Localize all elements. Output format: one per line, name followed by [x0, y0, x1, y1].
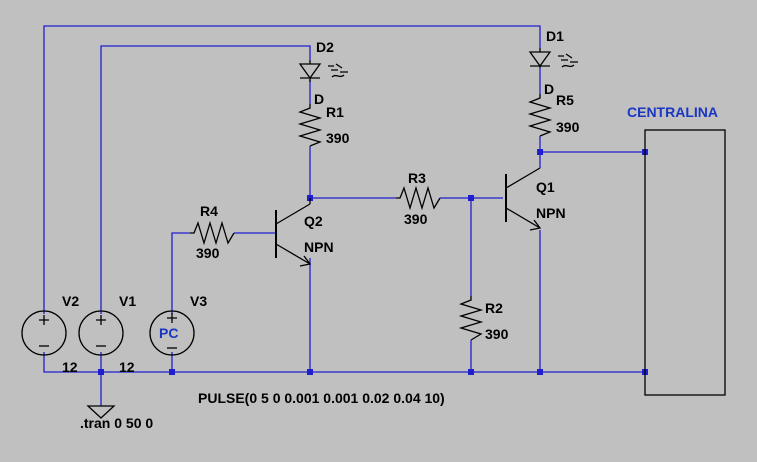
ground-icon — [86, 405, 116, 419]
v1-ref: V1 — [119, 293, 136, 309]
transistor-q2[interactable]: Q2 NPN — [275, 198, 334, 267]
resistor-r2[interactable]: R2 390 — [458, 296, 509, 342]
source-v3[interactable]: PC V3 — [149, 293, 207, 356]
voltage-source-icon — [149, 310, 195, 356]
voltage-source-icon — [21, 310, 67, 356]
npn-transistor-icon — [275, 198, 312, 267]
resistor-r1[interactable]: R1 390 — [297, 104, 350, 147]
q2-model: NPN — [304, 239, 334, 255]
r4-ref: R4 — [200, 203, 218, 219]
resistor-r5[interactable]: R5 390 — [527, 92, 580, 137]
led-d1[interactable]: D1 D — [528, 28, 578, 97]
r1-value: 390 — [326, 130, 350, 146]
r2-ref: R2 — [485, 300, 503, 316]
v3-ref: V3 — [190, 293, 207, 309]
centralina-block[interactable]: CENTRALINA — [627, 104, 726, 396]
led-d2[interactable]: D2 D — [298, 39, 348, 107]
d1-ref: D1 — [546, 28, 564, 44]
led-icon — [298, 60, 348, 82]
resistor-r4[interactable]: R4 390 — [190, 203, 235, 261]
junctions — [98, 149, 648, 375]
source-v1[interactable]: V1 12 — [78, 293, 136, 375]
d2-model: D — [314, 91, 324, 107]
resistor-icon — [458, 296, 484, 341]
q2-ref: Q2 — [304, 213, 323, 229]
tran-directive[interactable]: .tran 0 50 0 — [80, 415, 153, 431]
v2-ref: V2 — [62, 293, 79, 309]
r5-value: 390 — [556, 119, 580, 135]
led-icon — [528, 48, 578, 68]
centralina-label: CENTRALINA — [627, 104, 718, 120]
d1-model: D — [544, 81, 554, 97]
voltage-source-icon — [78, 310, 124, 356]
r5-ref: R5 — [556, 92, 574, 108]
r3-value: 390 — [404, 211, 428, 227]
resistor-icon — [297, 104, 323, 147]
npn-transistor-icon — [505, 167, 542, 231]
resistor-r3[interactable]: R3 390 — [396, 170, 441, 227]
q1-ref: Q1 — [536, 179, 555, 195]
v1-value: 12 — [119, 359, 135, 375]
wires — [43, 25, 645, 406]
v3-symbol: PC — [159, 325, 178, 341]
r4-value: 390 — [196, 245, 220, 261]
r2-value: 390 — [485, 326, 509, 342]
r3-ref: R3 — [408, 170, 426, 186]
resistor-icon — [527, 94, 553, 137]
r1-ref: R1 — [326, 104, 344, 120]
pulse-directive[interactable]: PULSE(0 5 0 0.001 0.001 0.02 0.04 10) — [198, 390, 445, 406]
v2-value: 12 — [62, 359, 78, 375]
source-v2[interactable]: V2 12 — [21, 293, 79, 375]
transistor-q1[interactable]: Q1 NPN — [505, 167, 566, 231]
q1-model: NPN — [536, 205, 566, 221]
resistor-icon — [396, 185, 441, 211]
resistor-icon — [190, 220, 235, 246]
d2-ref: D2 — [316, 39, 334, 55]
